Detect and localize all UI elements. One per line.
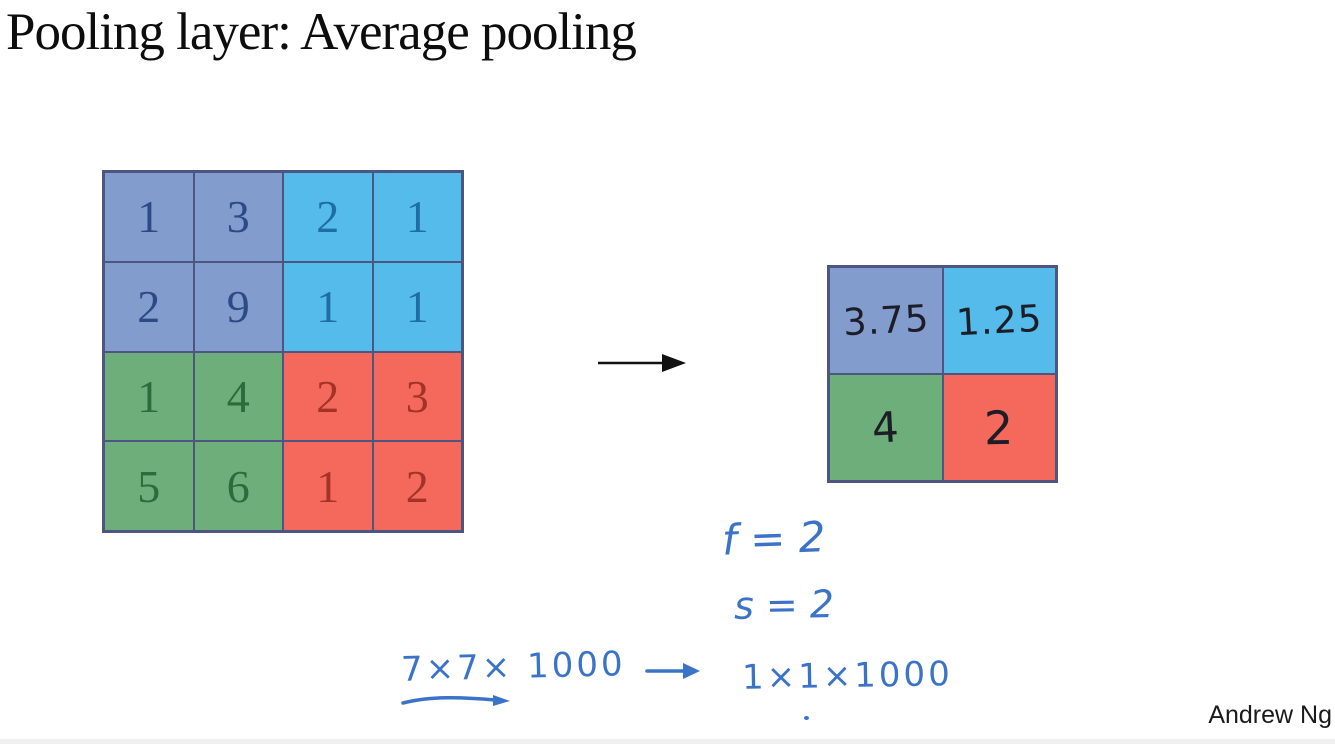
filter-size-annotation: f = 2 [721,512,827,565]
input-cell: 5 [104,441,194,531]
output-cell: 3.75 [829,267,943,374]
pooling-arrow-icon [598,354,686,372]
input-cell: 2 [104,261,194,352]
input-cell: 1 [372,172,462,262]
dims-arrow-icon [645,663,700,679]
underline-icon [401,695,510,706]
ink-dot [804,716,809,720]
input-cell: 1 [283,261,373,352]
output-cell: 4 [829,374,943,481]
dims-before-annotation: 7×7× 1000 [400,644,627,690]
input-cell: 1 [372,261,462,352]
stride-annotation: s = 2 [733,582,835,628]
input-cell: 1 [283,441,373,531]
output-grid: 3.75 1.25 4 2 [827,265,1058,483]
input-grid: 1 3 2 1 2 9 1 1 1 4 2 3 5 6 1 2 [102,170,464,533]
output-cell: 1.25 [942,267,1056,374]
output-value: 3.75 [841,296,931,345]
output-value: 4 [870,402,901,453]
slide-title: Pooling layer: Average pooling [6,3,637,61]
output-value: 1.25 [954,296,1044,345]
input-cell: 2 [283,351,373,442]
input-cell: 3 [193,172,283,262]
input-cell: 3 [372,351,462,442]
dims-after-annotation: 1×1×1000 [741,654,954,698]
input-cell: 2 [372,441,462,531]
input-cell: 6 [193,441,283,531]
input-cell: 4 [193,351,283,442]
input-cell: 1 [104,172,194,262]
input-cell: 1 [104,351,194,442]
input-cell: 9 [193,261,283,352]
output-cell: 2 [942,374,1056,481]
author-credit: Andrew Ng [1208,701,1332,729]
output-value: 2 [983,400,1015,455]
bottom-strip [0,739,1335,744]
input-cell: 2 [283,172,373,262]
